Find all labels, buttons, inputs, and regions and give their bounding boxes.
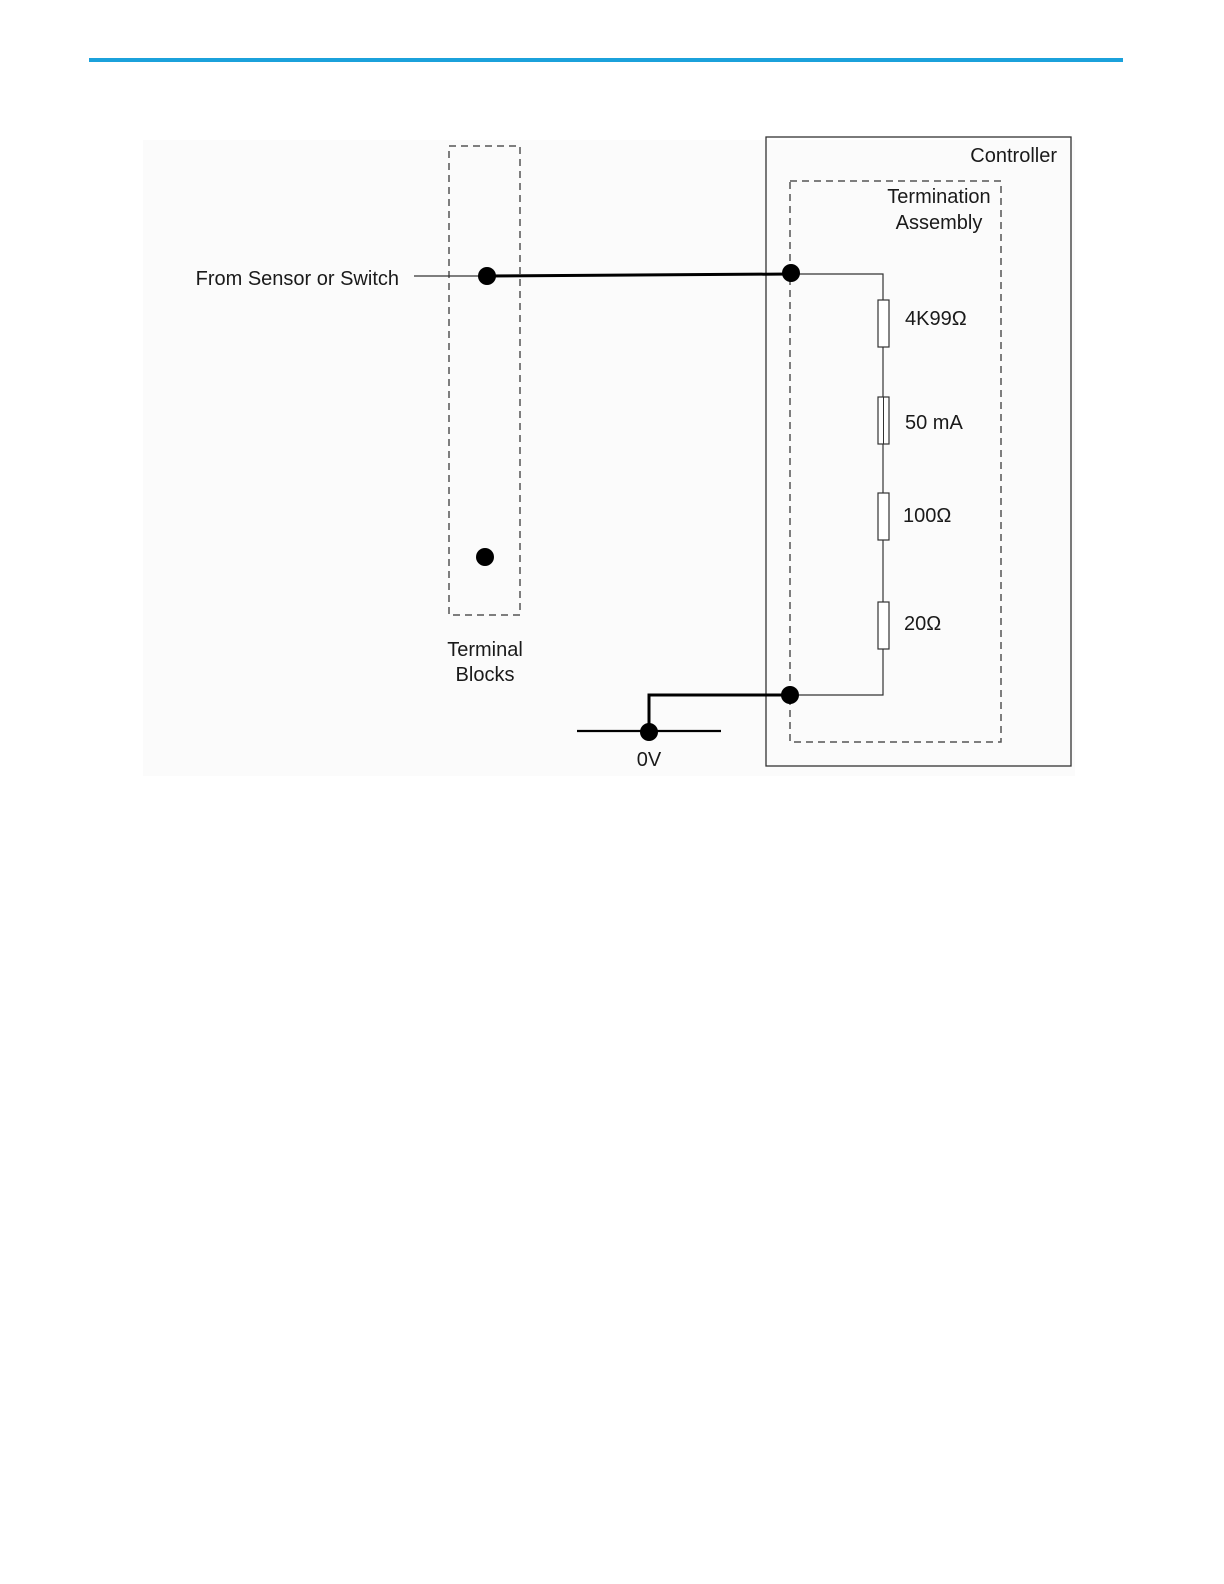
component-label-20: 20Ω [904,613,941,635]
controller-return-dot [781,686,799,704]
terminal-dot-bottom [476,548,494,566]
wiring-diagram: From Sensor or Switch Terminal Blocks Co… [0,0,1224,800]
termination-label-line1: Termination [887,186,990,208]
terminal-blocks-label-line1: Terminal [447,639,523,661]
ground-label: 0V [637,749,662,771]
component-label-4k99: 4K99Ω [905,308,967,330]
resistor-4k99 [878,300,889,347]
terminal-blocks-label-line2: Blocks [456,664,515,686]
diagram-background [143,140,1075,776]
controller-input-dot [782,264,800,282]
terminal-dot-top [478,267,496,285]
termination-label-line2: Assembly [896,212,983,234]
controller-label: Controller [970,145,1057,167]
resistor-100 [878,493,889,540]
ground-dot [640,723,658,741]
resistor-20 [878,602,889,649]
component-label-100: 100Ω [903,505,951,527]
signal-wire [487,274,791,276]
component-label-50ma: 50 mA [905,412,963,434]
source-label: From Sensor or Switch [196,268,399,290]
